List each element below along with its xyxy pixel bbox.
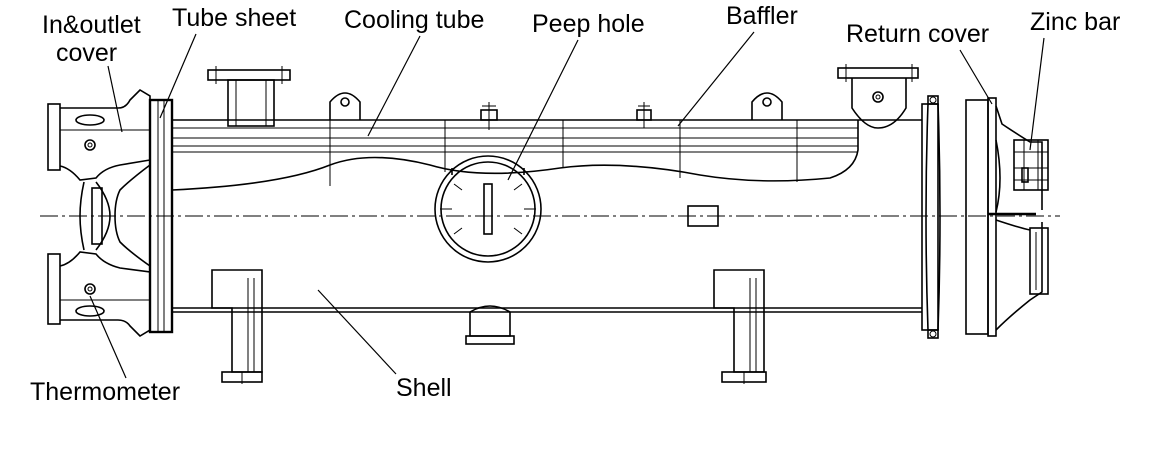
top-inlet-nozzle: [207, 66, 291, 127]
label-shell: Shell: [396, 374, 452, 402]
shell-body: [40, 119, 1060, 313]
label-peep-hole: Peep hole: [532, 10, 645, 38]
nameplate: [687, 205, 719, 227]
inlet-outlet-cover: [47, 88, 151, 338]
tube-sheet: [148, 98, 174, 334]
label-baffler: Baffler: [726, 2, 798, 30]
right-flange: [921, 95, 941, 339]
bottom-drain: [465, 305, 515, 345]
zinc-bar: [1013, 139, 1049, 191]
peep-hole: [434, 155, 542, 263]
label-thermometer: Thermometer: [30, 378, 180, 406]
cooling-tube-bundle: [171, 120, 859, 191]
label-tube-sheet: Tube sheet: [172, 4, 296, 32]
saddle-supports: [211, 269, 767, 384]
return-cover: [965, 97, 1049, 337]
label-return-cover: Return cover: [846, 20, 989, 48]
label-inlet-outlet-cover-line2: cover: [56, 39, 117, 67]
top-outlet-nozzle: [837, 64, 919, 129]
label-cooling-tube: Cooling tube: [344, 6, 484, 34]
lifting-lugs: [329, 92, 783, 120]
top-vents: [480, 102, 652, 130]
leader-lines: [89, 31, 1045, 379]
label-inlet-outlet-cover-line1: In&outlet: [42, 11, 141, 39]
label-zinc-bar: Zinc bar: [1030, 8, 1120, 36]
